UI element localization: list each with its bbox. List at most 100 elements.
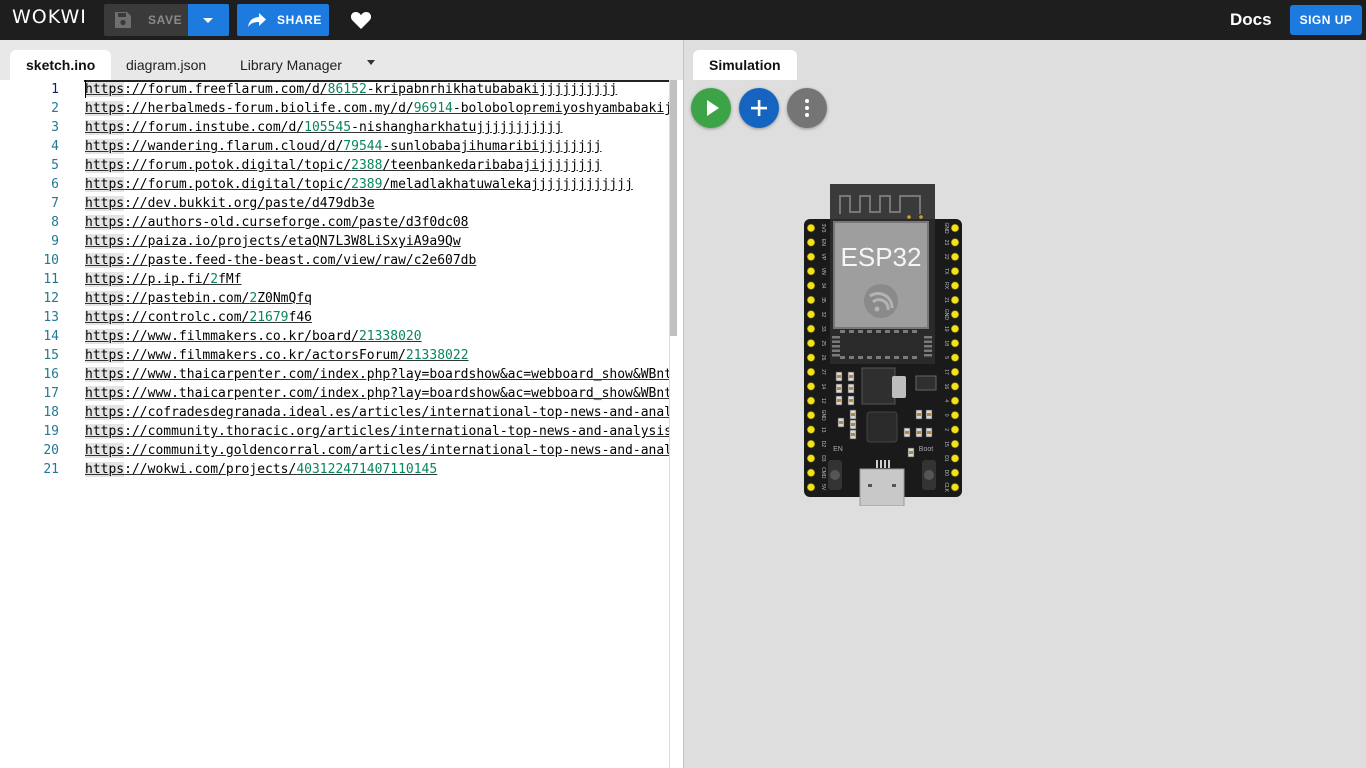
pin-header-pin[interactable] — [950, 454, 960, 463]
tabs-menu-icon[interactable] — [367, 60, 375, 65]
pin-header-pin[interactable] — [806, 324, 816, 333]
pin-header-pin[interactable] — [806, 267, 816, 276]
pin-header-pin[interactable] — [806, 339, 816, 348]
tab-library-manager[interactable]: Library Manager — [240, 57, 342, 73]
pin-header-pin[interactable] — [806, 223, 816, 233]
line-text[interactable]: https://dev.bukkit.org/paste/d479db3e — [85, 194, 375, 213]
pin-header-pin[interactable] — [950, 295, 960, 305]
pane-splitter[interactable] — [683, 40, 684, 768]
line-text[interactable]: https://community.goldencorral.com/artic… — [85, 441, 672, 460]
line-text[interactable]: https://forum.freeflarum.com/d/86152-kri… — [85, 80, 617, 99]
docs-link[interactable]: Docs — [1230, 10, 1272, 29]
pin-header-pin[interactable] — [950, 382, 960, 391]
pin-header-pin[interactable] — [950, 223, 960, 233]
esp32-devkit-board[interactable]: ESP32 EN Boot 3V3ENVPVN34353233252627141… — [804, 184, 964, 506]
editor-scrollbar-thumb[interactable] — [670, 80, 677, 336]
pin-header-pin[interactable] — [806, 353, 816, 362]
line-text[interactable]: https://forum.potok.digital/topic/2388/t… — [85, 156, 602, 175]
pin-header-pin[interactable] — [950, 281, 960, 290]
share-button[interactable]: SHARE — [237, 4, 329, 36]
pin-header-pin[interactable] — [806, 281, 816, 290]
line-text[interactable]: https://www.filmmakers.co.kr/actorsForum… — [85, 346, 469, 365]
tab-sketch-ino[interactable]: sketch.ino — [10, 50, 112, 80]
tab-diagram-json[interactable]: diagram.json — [126, 57, 207, 73]
module-pad — [858, 330, 863, 333]
line-text[interactable]: https://wokwi.com/projects/4031224714071… — [85, 460, 437, 479]
pin-header-pin[interactable] — [806, 411, 816, 420]
line-text[interactable]: https://www.thaicarpenter.com/index.php?… — [85, 384, 672, 403]
wokwi-logo[interactable]: WOKWI — [12, 6, 87, 28]
pin-header-pin[interactable] — [950, 367, 960, 377]
pin-header-pin[interactable] — [950, 468, 960, 477]
line-text[interactable]: https://forum.instube.com/d/105545-nisha… — [85, 118, 562, 137]
pin-header-pin[interactable] — [806, 425, 816, 434]
pin-header-pin[interactable] — [806, 483, 816, 492]
sign-up-button[interactable]: SIGN UP — [1290, 5, 1362, 35]
pin-header-pin[interactable] — [950, 396, 960, 405]
pin-header-pin[interactable] — [950, 310, 960, 319]
pin-header-pin[interactable] — [950, 339, 960, 348]
pin-header-pin[interactable] — [950, 238, 960, 247]
pin-header-pin[interactable] — [950, 353, 960, 362]
line-text[interactable]: https://pastebin.com/2Z0NmQfq — [85, 289, 312, 308]
pin-header-pin[interactable] — [950, 252, 960, 261]
line-text[interactable]: https://controlc.com/21679f46 — [85, 308, 312, 327]
start-simulation-button[interactable] — [691, 88, 731, 128]
pin-header-pin[interactable] — [806, 252, 816, 261]
line-text[interactable]: https://authors-old.curseforge.com/paste… — [85, 213, 469, 232]
line-text[interactable]: https://paste.feed-the-beast.com/view/ra… — [85, 251, 476, 270]
line-text[interactable]: https://p.ip.fi/2fMf — [85, 270, 242, 289]
save-options-dropdown[interactable] — [188, 4, 229, 36]
line-text[interactable]: https://forum.potok.digital/topic/2389/m… — [85, 175, 633, 194]
line-text[interactable]: https://cofradesdegranada.ideal.es/artic… — [85, 403, 672, 422]
line-text[interactable]: https://paiza.io/projects/etaQN7L3W8LiSx… — [85, 232, 461, 251]
pin-header-pin[interactable] — [806, 238, 816, 247]
pin-header-pin[interactable] — [806, 396, 816, 405]
pin-header-pin[interactable] — [806, 439, 816, 449]
pin-header-pin[interactable] — [806, 310, 816, 319]
pin-header-pin[interactable] — [806, 468, 816, 477]
pin-header-pin[interactable] — [806, 454, 816, 463]
line-text[interactable]: https://www.thaicarpenter.com/index.php?… — [85, 365, 672, 384]
pin-header-pin[interactable] — [950, 483, 960, 492]
line-text[interactable]: https://wandering.flarum.cloud/d/79544-s… — [85, 137, 602, 156]
tab-simulation[interactable]: Simulation — [693, 50, 797, 80]
more-options-button[interactable] — [787, 88, 827, 128]
pin-header-pin[interactable] — [806, 367, 816, 377]
save-button[interactable]: SAVE — [104, 4, 188, 36]
pin-header-pin[interactable] — [950, 425, 960, 434]
pin-header-pin[interactable] — [950, 267, 960, 276]
pin-header-pin[interactable] — [950, 439, 960, 449]
pin-header-pin[interactable] — [806, 295, 816, 305]
line-text[interactable]: https://www.filmmakers.co.kr/board/21338… — [85, 327, 422, 346]
pin-header-pin[interactable] — [950, 324, 960, 333]
pin-header-pin[interactable] — [806, 382, 816, 391]
line-text[interactable]: https://herbalmeds-forum.biolife.com.my/… — [85, 99, 683, 118]
heart-icon[interactable] — [350, 10, 372, 30]
line-text[interactable]: https://community.thoracic.org/articles/… — [85, 422, 672, 441]
pin-header-pin[interactable] — [950, 411, 960, 420]
add-part-button[interactable] — [739, 88, 779, 128]
